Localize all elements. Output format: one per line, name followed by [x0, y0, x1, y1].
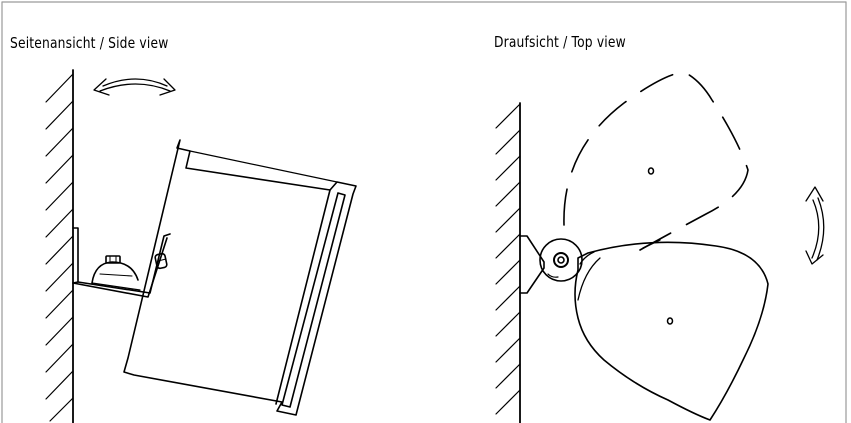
side-view-label: Seitenansicht / Side view — [10, 34, 169, 52]
tilt-arrow — [93, 78, 176, 96]
top-view-speaker — [574, 241, 769, 421]
swing-range-center-dot — [647, 167, 655, 175]
side-view-knob — [91, 255, 141, 291]
side-view-speaker — [123, 139, 357, 416]
wall-hatching — [45, 73, 74, 422]
wall-hatching — [495, 103, 521, 415]
side-view-drawing — [45, 69, 357, 423]
swivel-arrow — [805, 186, 825, 265]
top-view-joint — [539, 238, 583, 282]
top-view-wall — [495, 102, 521, 423]
side-view-wall — [45, 69, 74, 423]
side-view-screw — [154, 252, 168, 270]
side-view-bracket — [72, 227, 171, 298]
top-view-wall-plate — [519, 235, 545, 294]
top-view-drawing — [495, 71, 825, 423]
top-view-speaker-center-dot — [666, 317, 674, 325]
swing-range-outline — [563, 71, 749, 251]
top-view-label: Draufsicht / Top view — [494, 33, 626, 51]
swing-range-tick — [642, 239, 661, 249]
